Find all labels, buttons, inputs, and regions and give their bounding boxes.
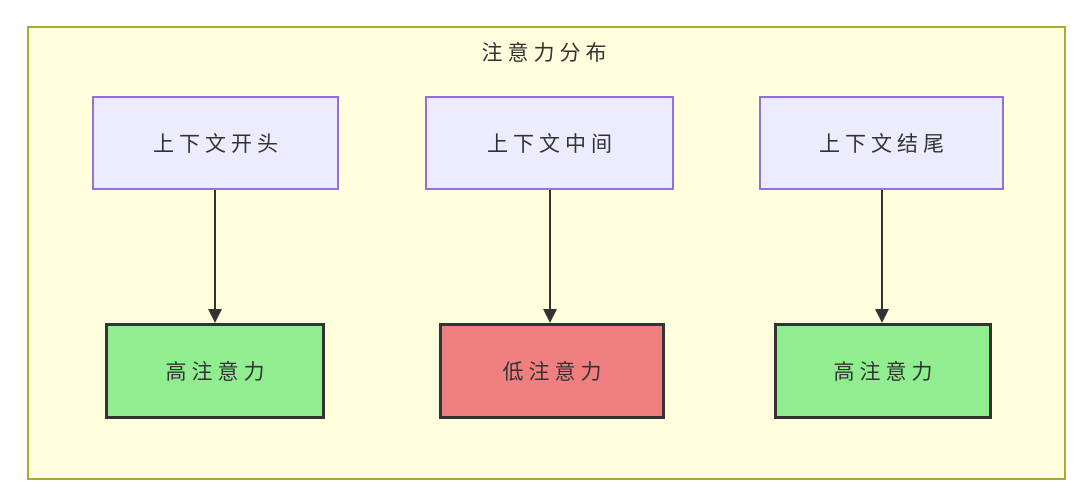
- node-low-attention-middle: 低注意力: [439, 323, 665, 419]
- arrow-end-to-high-attention: [875, 190, 889, 323]
- node-context-end: 上下文结尾: [759, 96, 1004, 190]
- node-high-attention-start: 高注意力: [105, 323, 325, 419]
- arrow-start-to-high-attention: [208, 190, 222, 323]
- attention-distribution-cluster: 注意力分布 上下文开头 上下文中间 上下文结尾 高注意力 低注意力 高注意力: [27, 26, 1066, 480]
- node-context-start: 上下文开头: [92, 96, 339, 190]
- node-context-middle: 上下文中间: [425, 96, 674, 190]
- cluster-title: 注意力分布: [481, 42, 612, 65]
- arrow-middle-to-low-attention: [543, 190, 557, 323]
- node-high-attention-end: 高注意力: [774, 323, 992, 419]
